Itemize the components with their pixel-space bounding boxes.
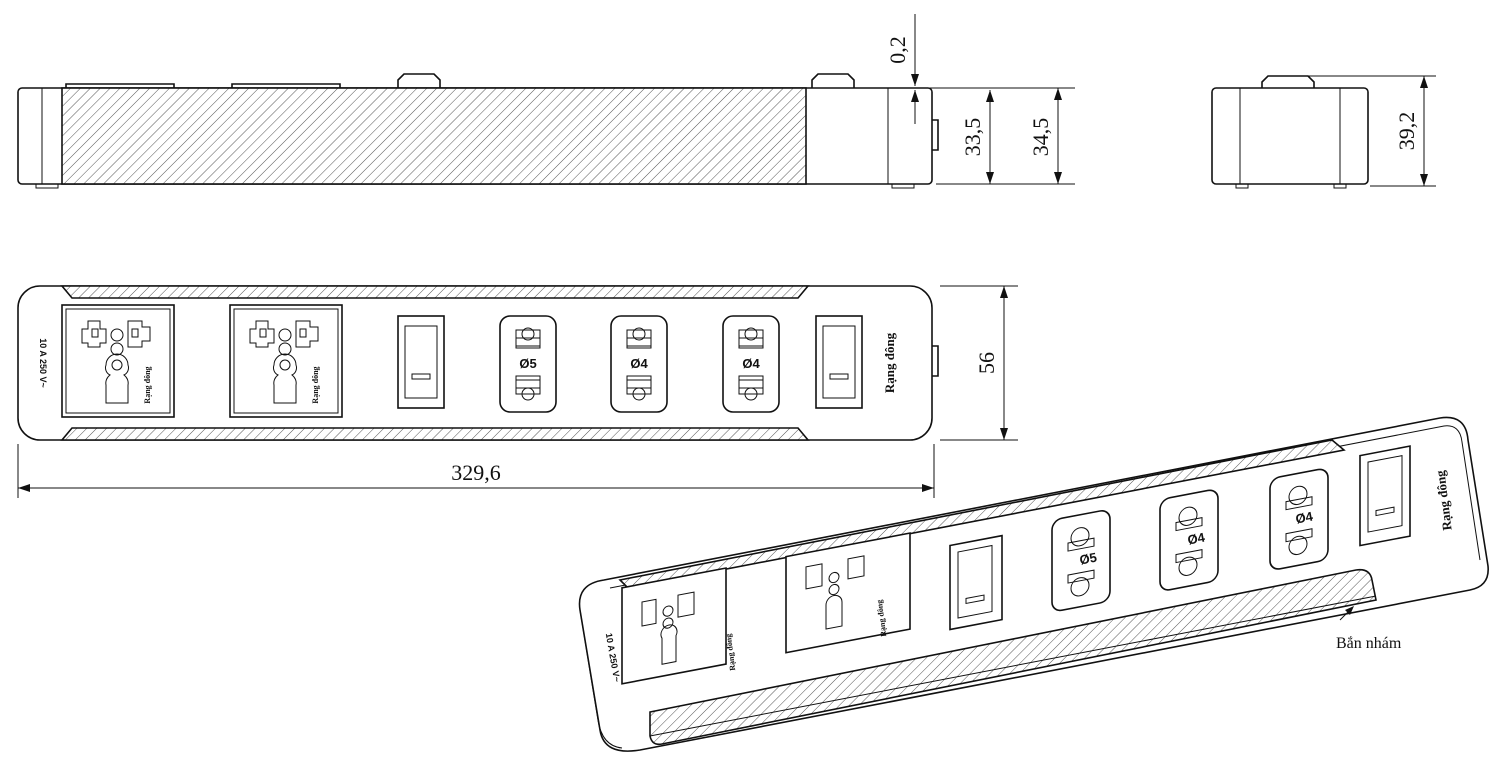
iso-hole-4a-label: Ø4 [1186, 529, 1207, 547]
dimension-overall-length: 329,6 [17, 444, 935, 498]
surface-note-label: Bắn nhám [1336, 635, 1402, 652]
switch-2 [815, 315, 863, 409]
socket2-brand: Rạng đông [311, 366, 320, 403]
plan-view: Rạng đông Rạng đông Ø5 Ø4 Ø4 10 A 250 V~… [17, 285, 939, 441]
surface-note-callout: Bắn nhám [1336, 606, 1402, 652]
hole-4b-label: Ø4 [742, 356, 760, 371]
small-socket-1: Ø5 [499, 315, 557, 413]
dim-total-height-label: 34,5 [1028, 118, 1053, 157]
hole-4a-label: Ø4 [630, 356, 648, 371]
dimension-plan-width: 56 [940, 285, 1018, 441]
iso-brand-label: Rạng đông [1432, 469, 1454, 531]
isometric-view: Ø5 Ø4 Ø4 Rạng đông Rạng đông 10 A 250 V~… [578, 416, 1489, 752]
dimension-total-height: 34,5 [1028, 88, 1062, 184]
side-view [1211, 75, 1369, 189]
universal-socket-1: Rạng đông [61, 304, 175, 418]
iso-hole-5-label: Ø5 [1078, 550, 1098, 568]
dimension-body-height: 33,5 [936, 90, 1075, 185]
hole-5-label: Ø5 [519, 356, 536, 371]
universal-socket-2: Rạng đông [229, 304, 343, 418]
dim-body-height-label: 33,5 [960, 118, 985, 157]
dim-side-height-label: 39,2 [1394, 112, 1419, 151]
small-socket-2: Ø4 [610, 315, 668, 413]
iso-socket2-brand: Rạng đông [875, 599, 888, 637]
plan-rating-label: 10 A 250 V~ [38, 338, 48, 388]
switch-1 [397, 315, 445, 409]
front-elevation-view [17, 73, 939, 189]
dim-plan-width-label: 56 [974, 352, 999, 374]
socket1-brand: Rạng đông [143, 366, 152, 403]
iso-socket1-brand: Rạng đông [724, 633, 737, 671]
dimension-top-gap: 0,2 [880, 14, 1075, 124]
iso-hole-4b-label: Ø4 [1294, 508, 1315, 526]
small-socket-3: Ø4 [722, 315, 780, 413]
plan-brand-label: Rạng đông [882, 332, 897, 393]
dim-overall-length-label: 329,6 [451, 460, 501, 485]
dimension-side-height: 39,2 [1300, 75, 1436, 187]
dim-top-gap-label: 0,2 [885, 36, 910, 64]
